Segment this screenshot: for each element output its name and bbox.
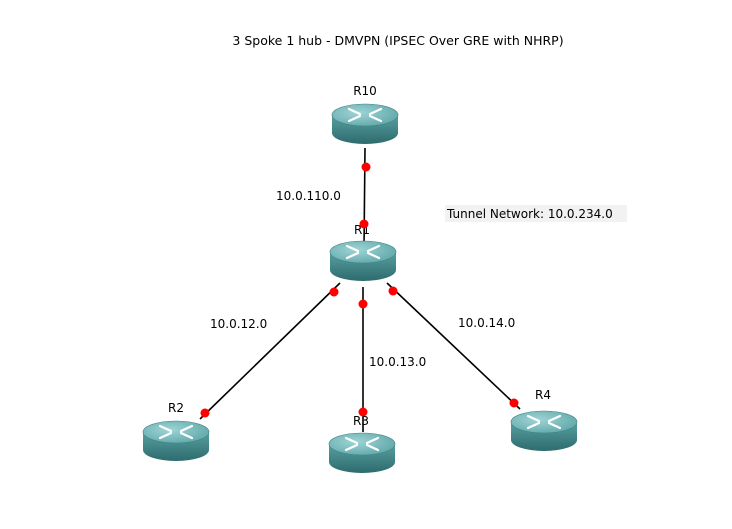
port-r2-up — [200, 408, 210, 418]
port-markers — [200, 162, 519, 418]
router-arrows-icon — [158, 424, 194, 440]
port-r1-up — [359, 219, 369, 229]
link-r1-r4 — [386, 282, 521, 410]
router-r1[interactable] — [329, 240, 397, 281]
link-label-r1-r4: 10.0.14.0 — [458, 316, 515, 330]
router-r2[interactable] — [142, 420, 210, 461]
router-label-r2: R2 — [168, 401, 184, 415]
port-r1-down — [358, 299, 368, 309]
links — [199, 147, 521, 432]
router-arrows-icon — [344, 436, 380, 452]
port-r1-right — [388, 286, 398, 296]
router-label-r3: R3 — [353, 414, 369, 428]
tunnel-network-label-bg — [445, 205, 627, 222]
router-label-r4: R4 — [535, 388, 551, 402]
link-label-r1-r2: 10.0.12.0 — [210, 317, 267, 331]
link-label-r1-r3: 10.0.13.0 — [369, 355, 426, 369]
port-r10-down — [361, 162, 371, 172]
router-r3[interactable] — [328, 432, 396, 473]
port-r4-up — [509, 398, 519, 408]
router-arrows-icon — [526, 414, 562, 430]
link-label-r10-r1: 10.0.110.0 — [276, 189, 341, 203]
router-label-r10: R10 — [353, 84, 377, 98]
router-arrows-icon — [345, 244, 381, 260]
router-arrows-icon — [347, 107, 383, 123]
router-r10[interactable] — [331, 103, 399, 144]
diagram-title: 3 Spoke 1 hub - DMVPN (IPSEC Over GRE wi… — [232, 33, 563, 48]
tunnel-network-label: Tunnel Network: 10.0.234.0 — [446, 207, 613, 221]
link-r1-r2 — [199, 282, 341, 420]
port-r1-left — [329, 287, 339, 297]
router-r4[interactable] — [510, 410, 578, 451]
port-r3-up — [358, 407, 368, 417]
